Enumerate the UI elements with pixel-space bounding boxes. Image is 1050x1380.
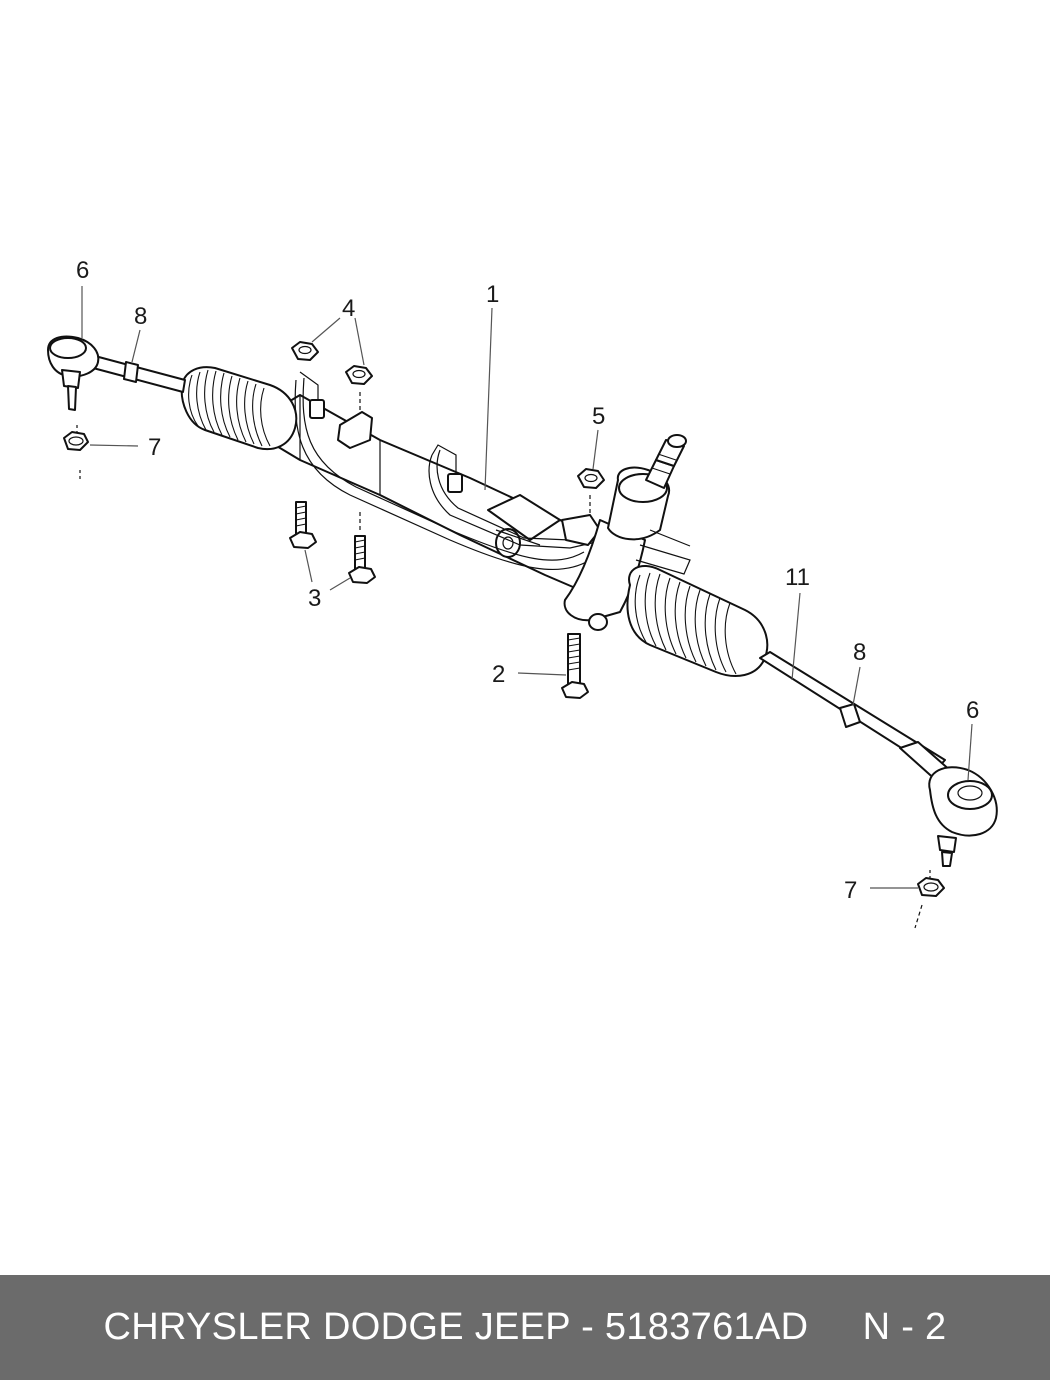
rack-housing: [274, 394, 611, 591]
left-bellows-boot: [180, 366, 298, 450]
callout-1: 1: [486, 281, 499, 308]
callout-6-right: 6: [966, 697, 979, 724]
callout-4: 4: [342, 295, 355, 322]
mounting-nuts-4: [291, 341, 373, 412]
right-bellows-boot: [626, 565, 769, 677]
right-tie-rod: [759, 651, 998, 867]
pinion-valve-housing: [561, 434, 691, 631]
callout-3: 3: [308, 585, 321, 612]
leader-lines: [81, 286, 973, 889]
bolt-2: [561, 633, 589, 699]
footer-part-label: CHRYSLER DODGE JEEP - 5183761AD N - 2: [103, 1306, 947, 1348]
hydraulic-lines: [294, 371, 606, 571]
callout-labels: 1 2 3 4 5 6 6 7 7 8 8 11: [76, 257, 979, 904]
callout-7-right: 7: [844, 877, 857, 904]
callout-6-left: 6: [76, 257, 89, 284]
mounting-bolts-3: [289, 501, 376, 584]
callout-7-left: 7: [148, 434, 161, 461]
callout-2: 2: [492, 661, 505, 688]
callout-8-right: 8: [853, 639, 866, 666]
callout-8-left: 8: [134, 303, 147, 330]
callout-5: 5: [592, 403, 605, 430]
nut-5: [577, 468, 605, 515]
left-tie-rod: [47, 335, 186, 411]
callout-11: 11: [785, 564, 810, 591]
right-tie-rod-nut: [914, 870, 945, 929]
left-tie-rod-nut: [63, 425, 89, 482]
steering-rack-diagram: 1 2 3 4 5 6 6 7 7 8 8 11: [47, 257, 998, 929]
footer-bar: CHRYSLER DODGE JEEP - 5183761AD N - 2: [0, 1275, 1050, 1380]
